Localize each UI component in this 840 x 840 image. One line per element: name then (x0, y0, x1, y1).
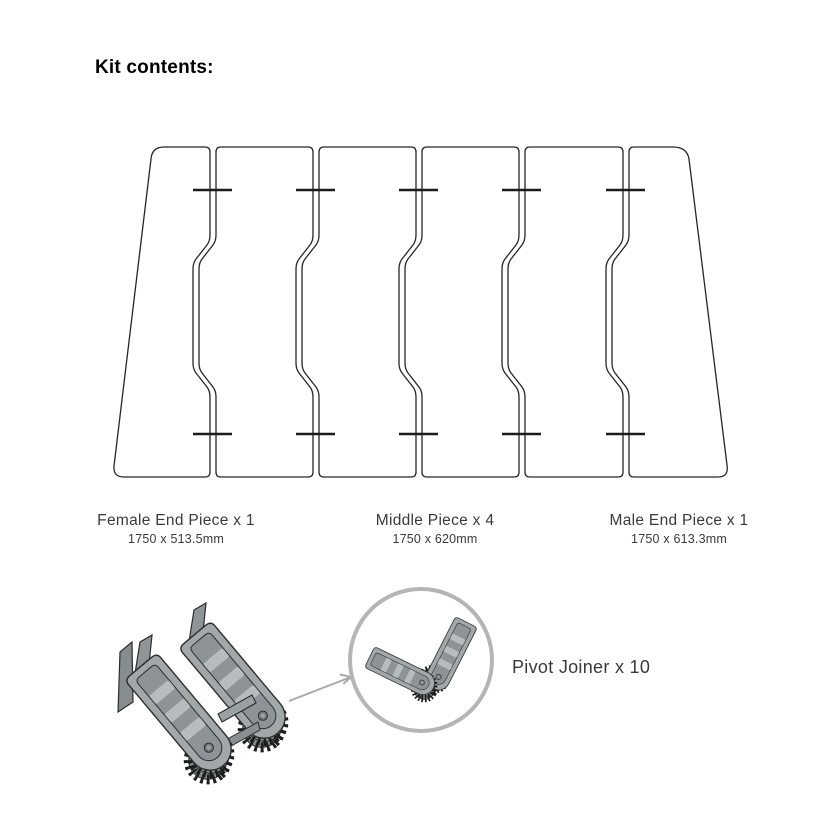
panel-layout-diagram (113, 146, 728, 478)
part-dimensions-female-end: 1750 x 513.5mm (128, 531, 224, 546)
part-name-male-end: Male End Piece x 1 (609, 512, 749, 529)
zoom-arrow-line (288, 676, 352, 702)
part-name-female-end: Female End Piece x 1 (97, 512, 255, 529)
middle-piece-outline-3 (404, 146, 520, 478)
middle-piece-outline-1 (198, 146, 314, 478)
pivot-joiner-label: Pivot Joiner x 10 (512, 657, 651, 677)
joiner-connector-bar (217, 694, 257, 723)
part-label-male-end: Male End Piece x 1 1750 x 613.3mm (610, 512, 749, 546)
magnifier-detail (348, 587, 494, 733)
part-label-middle: Middle Piece x 4 1750 x 620mm (376, 512, 495, 546)
female-end-piece-outline (113, 146, 211, 478)
middle-piece-outline-2 (301, 146, 417, 478)
pivot-joiner-illustration (117, 601, 297, 787)
male-end-piece-outline (611, 146, 728, 478)
joiner-side-wall (117, 640, 134, 714)
alignment-tick-marks (193, 188, 645, 436)
part-name-middle: Middle Piece x 4 (375, 512, 495, 529)
part-label-female-end: Female End Piece x 1 1750 x 513.5mm (97, 512, 255, 546)
part-dimensions-male-end: 1750 x 613.3mm (631, 531, 727, 546)
middle-piece-outline-4 (507, 146, 624, 478)
zoom-arrow (288, 673, 354, 702)
page-title: Kit contents: (95, 57, 214, 78)
part-dimensions-middle: 1750 x 620mm (392, 531, 478, 546)
